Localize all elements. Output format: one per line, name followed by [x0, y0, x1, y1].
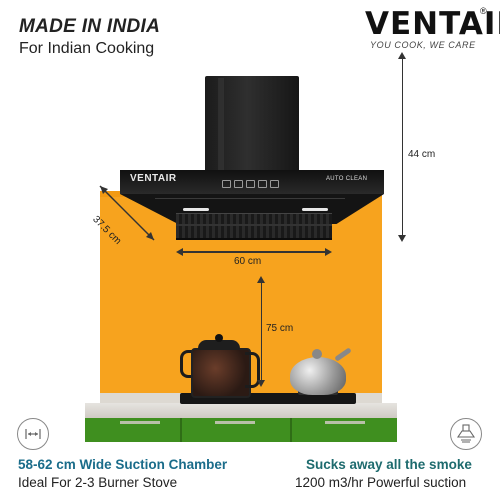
arrow-left-icon	[176, 248, 183, 256]
width-dimension-line	[182, 251, 326, 253]
registered-mark: ®	[480, 6, 487, 16]
arrow-up-icon	[257, 276, 265, 283]
hood-light	[302, 208, 328, 211]
arrow-down-icon	[257, 380, 265, 387]
baffle-filter	[176, 213, 332, 240]
kettle-spout	[180, 350, 197, 378]
touch-button	[222, 180, 231, 188]
brand-tagline: YOU COOK, WE CARE	[370, 40, 476, 50]
arrow-down-icon	[398, 235, 406, 242]
arrow-up-icon	[398, 52, 406, 59]
cabinet-handle	[215, 421, 255, 424]
countertop	[85, 403, 397, 419]
depth-dimension-line	[99, 185, 155, 241]
chimney-highlight	[218, 78, 224, 174]
gas-stove	[180, 393, 356, 404]
kettle-knob	[215, 334, 223, 342]
feature-detail: Ideal For 2-3 Burner Stove	[18, 475, 178, 490]
teapot	[290, 357, 346, 395]
touch-button	[234, 180, 243, 188]
height-label: 44 cm	[408, 149, 436, 160]
width-label: 60 cm	[234, 256, 262, 267]
feature-title: Sucks away all the smoke	[306, 457, 472, 472]
teapot-knob	[312, 349, 322, 359]
brand-logo: VENTAIR	[365, 6, 500, 42]
arrow-right-icon	[325, 248, 332, 256]
kettle	[191, 348, 251, 398]
headline: MADE IN INDIA	[19, 16, 161, 37]
hood-control-panel	[120, 170, 384, 194]
cabinet-handle	[325, 421, 365, 424]
kettle-handle	[245, 352, 260, 388]
cabinet-handle	[120, 421, 160, 424]
subheadline: For Indian Cooking	[19, 40, 155, 57]
hood-suction-icon	[450, 418, 482, 450]
panel-brand-logo: VENTAIR	[130, 173, 177, 184]
feature-title: 58-62 cm Wide Suction Chamber	[18, 457, 228, 472]
chimney-duct	[205, 76, 299, 176]
touch-button	[270, 180, 279, 188]
touch-button	[258, 180, 267, 188]
kettle-lid	[198, 340, 240, 350]
clearance-dimension-line	[260, 282, 262, 382]
filter-edge	[176, 224, 332, 226]
height-dimension-line	[401, 58, 403, 236]
feature-detail: 1200 m3/hr Powerful suction	[295, 475, 467, 490]
auto-clean-badge: AUTO CLEAN	[326, 176, 368, 182]
touch-button	[246, 180, 255, 188]
clearance-label: 75 cm	[266, 323, 294, 334]
cabinet-divider	[290, 418, 292, 442]
hood-edge-line	[155, 198, 345, 199]
cabinet-divider	[180, 418, 182, 442]
width-arrows-icon	[17, 418, 49, 450]
hood-light	[183, 208, 209, 211]
